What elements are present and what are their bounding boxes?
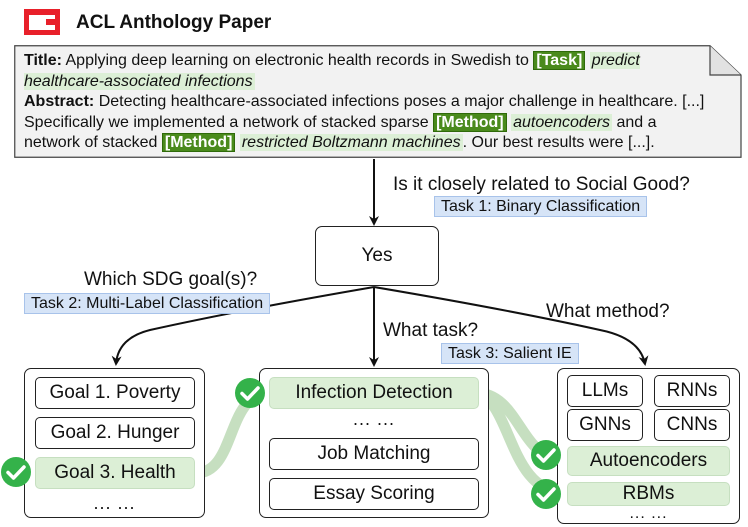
goals-more: ... ... [93, 493, 136, 513]
methods-more: ... ... [629, 505, 668, 522]
check-icon [531, 479, 561, 509]
question-sdg: Which SDG goal(s)? [84, 269, 258, 290]
title-label: Title: [24, 52, 62, 69]
goal-hunger: Goal 2. Hunger [35, 417, 195, 449]
title-text: Applying deep learning on electronic hea… [65, 52, 529, 69]
method-gnns: GNNs [567, 409, 643, 441]
task-infection-detection: Infection Detection [269, 377, 479, 409]
abstract-text-1: Detecting healthcare-associated infectio… [24, 93, 705, 131]
question-method: What method? [546, 301, 670, 322]
method-rbms: RBMs [567, 482, 730, 506]
goal-health: Goal 3. Health [35, 457, 195, 489]
method-tag-2: [Method] [161, 133, 236, 152]
question-social-good: Is it closely related to Social Good? [393, 174, 690, 195]
arrow-yes-to-methods [373, 286, 649, 366]
tasks-more: ... ... [352, 409, 395, 429]
question-task: What task? [383, 320, 479, 341]
abstract-text-3: . Our best results were [...]. [462, 134, 655, 151]
page-title: ACL Anthology Paper [76, 12, 272, 33]
method-entity-1: autoencoders [511, 113, 613, 131]
method-autoencoders: Autoencoders [567, 446, 730, 476]
task-1-label: Task 1: Binary Classification [434, 196, 648, 217]
method-entity-2: restricted Boltzmann machines [239, 134, 463, 151]
check-icon [235, 378, 265, 408]
method-rnns: RNNs [654, 375, 730, 407]
task-essay-scoring: Essay Scoring [269, 478, 479, 510]
abstract-text-2: and a network of stacked [24, 113, 657, 152]
goal-poverty: Goal 1. Poverty [35, 377, 195, 409]
answer-yes-node: Yes [315, 226, 439, 286]
abstract-label: Abstract: [24, 93, 95, 110]
method-box: LLMs RNNs GNNs CNNs Autoencoders RBMs ..… [557, 368, 740, 524]
task-3-label: Task 3: Salient IE [441, 343, 579, 364]
paper-abstract: Title: Applying deep learning on electro… [24, 51, 714, 154]
task-job-matching: Job Matching [269, 438, 479, 470]
task-box: Infection Detection ... ... Job Matching… [259, 368, 489, 518]
check-icon [531, 440, 561, 470]
check-icon [1, 457, 31, 487]
arrow-yes-to-goals [111, 286, 375, 366]
method-tag-1: [Method] [433, 112, 507, 132]
sdg-goals-box: Goal 1. Poverty Goal 2. Hunger Goal 3. H… [24, 368, 205, 518]
method-llms: LLMs [567, 375, 643, 407]
task-2-label: Task 2: Multi-Label Classification [24, 293, 271, 314]
task-tag: [Task] [533, 51, 586, 70]
acl-logo-icon [24, 9, 60, 35]
method-cnns: CNNs [654, 409, 730, 441]
